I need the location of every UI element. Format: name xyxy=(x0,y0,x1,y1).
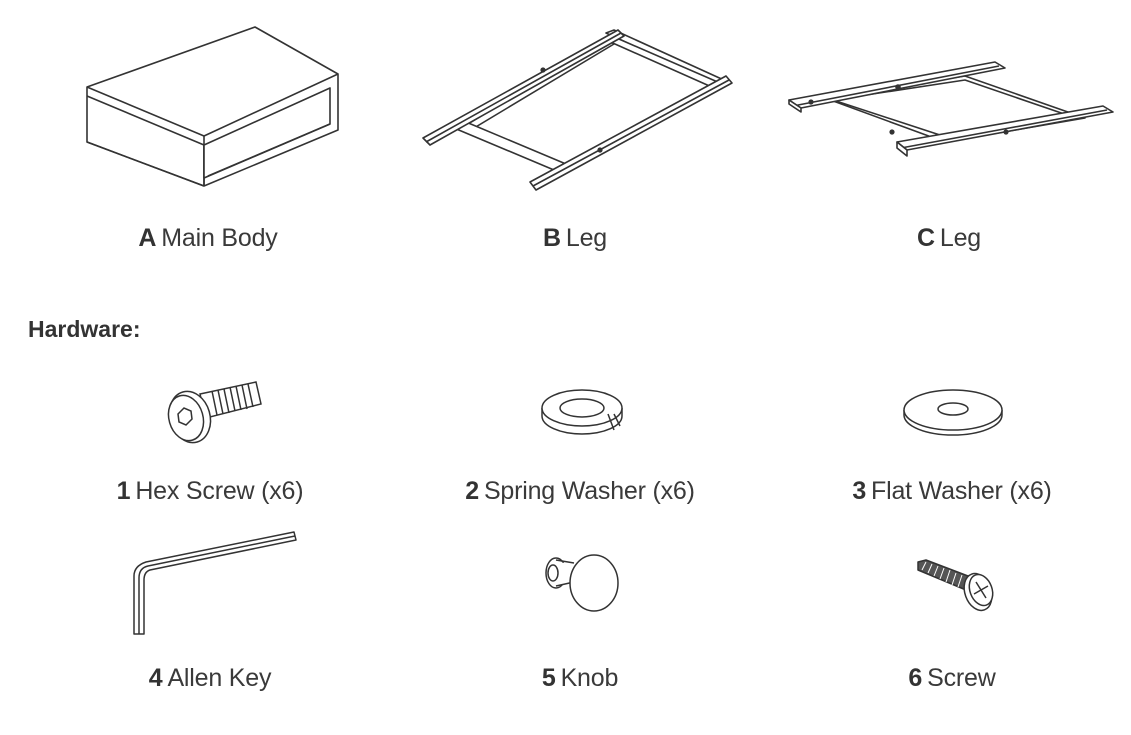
knob-icon xyxy=(540,548,622,618)
part-b-letter: B xyxy=(543,224,561,252)
part-b-name: Leg xyxy=(565,224,607,252)
part-a-name: Main Body xyxy=(161,224,278,252)
knob-number: 5 xyxy=(541,664,556,692)
spring-washer-icon xyxy=(536,386,628,438)
allen-key-number: 4 xyxy=(148,664,163,692)
screw-name: Screw xyxy=(927,664,996,692)
leg-c-icon xyxy=(785,60,1115,160)
screw-number: 6 xyxy=(908,664,923,692)
hex-screw-icon xyxy=(160,374,265,448)
spring-washer-number: 2 xyxy=(465,477,479,505)
allen-key-icon xyxy=(128,528,300,640)
part-c-letter: C xyxy=(917,224,935,252)
knob-name: Knob xyxy=(560,664,619,692)
part-c-name: Leg xyxy=(939,224,981,252)
screw-icon xyxy=(912,556,998,616)
main-body-icon xyxy=(80,24,345,192)
hardware-heading: Hardware: xyxy=(28,316,141,342)
flat-washer-number: 3 xyxy=(852,477,867,505)
part-a-letter: A xyxy=(138,224,157,252)
hex-screw-number: 1 xyxy=(116,477,131,505)
spring-washer-name: Spring Washer (x6) xyxy=(483,477,695,505)
flat-washer-name: Flat Washer (x6) xyxy=(871,477,1052,505)
leg-b-icon xyxy=(418,28,738,194)
flat-washer-icon xyxy=(898,388,1008,438)
allen-key-name: Allen Key xyxy=(167,664,272,692)
hex-screw-name: Hex Screw (x6) xyxy=(135,477,304,505)
